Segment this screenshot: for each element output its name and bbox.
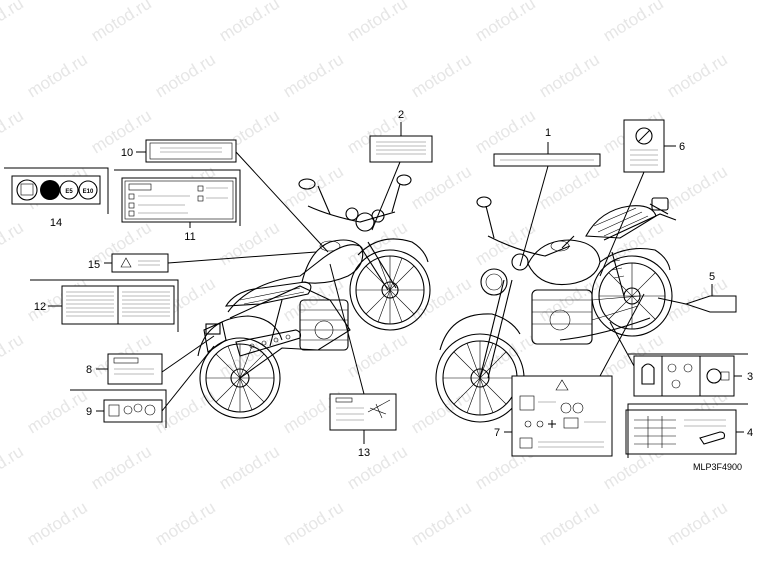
callout-10: 10 [121, 147, 133, 159]
label-7-illustration [511, 375, 613, 457]
callout-13: 13 [358, 447, 370, 459]
fuel-e10-text: E10 [83, 189, 94, 195]
callout-14: 14 [50, 217, 62, 229]
right-motorcycle [435, 196, 677, 423]
left-motorcycle [197, 174, 431, 419]
label-4-illustration [625, 409, 737, 455]
label-9-illustration [103, 399, 163, 423]
label-6-illustration [623, 119, 665, 173]
label-8-illustration [107, 353, 163, 385]
callout-12: 12 [34, 301, 46, 313]
callout-11: 11 [184, 231, 195, 243]
label-13-illustration [329, 393, 397, 431]
callout-5: 5 [709, 271, 715, 283]
callout-9: 9 [86, 406, 92, 418]
callout-6: 6 [679, 141, 685, 153]
callout-7: 7 [494, 427, 500, 439]
label-2-illustration [369, 135, 433, 163]
label-14-illustration: E5 E10 [11, 175, 101, 205]
callout-8: 8 [86, 364, 92, 376]
callout-2: 2 [398, 109, 404, 121]
label-1-illustration [493, 153, 601, 167]
fuel-e5-text: E5 [65, 189, 73, 195]
callout-3: 3 [747, 371, 753, 383]
label-11-illustration [121, 177, 237, 223]
label-10-illustration [145, 139, 237, 163]
label-12-illustration [61, 285, 175, 325]
part-code: MLP3F4900 [693, 462, 742, 472]
callout-1: 1 [545, 127, 551, 139]
callout-15: 15 [88, 259, 100, 271]
callout-numbers: 1 2 3 4 5 6 7 8 9 10 11 12 13 14 15 [34, 109, 753, 459]
group-brackets [4, 167, 748, 458]
callout-4: 4 [747, 427, 753, 439]
label-15-illustration [111, 253, 169, 273]
label-3-illustration [633, 355, 735, 397]
label-5-illustration [684, 295, 737, 313]
leader-lines [48, 122, 744, 444]
